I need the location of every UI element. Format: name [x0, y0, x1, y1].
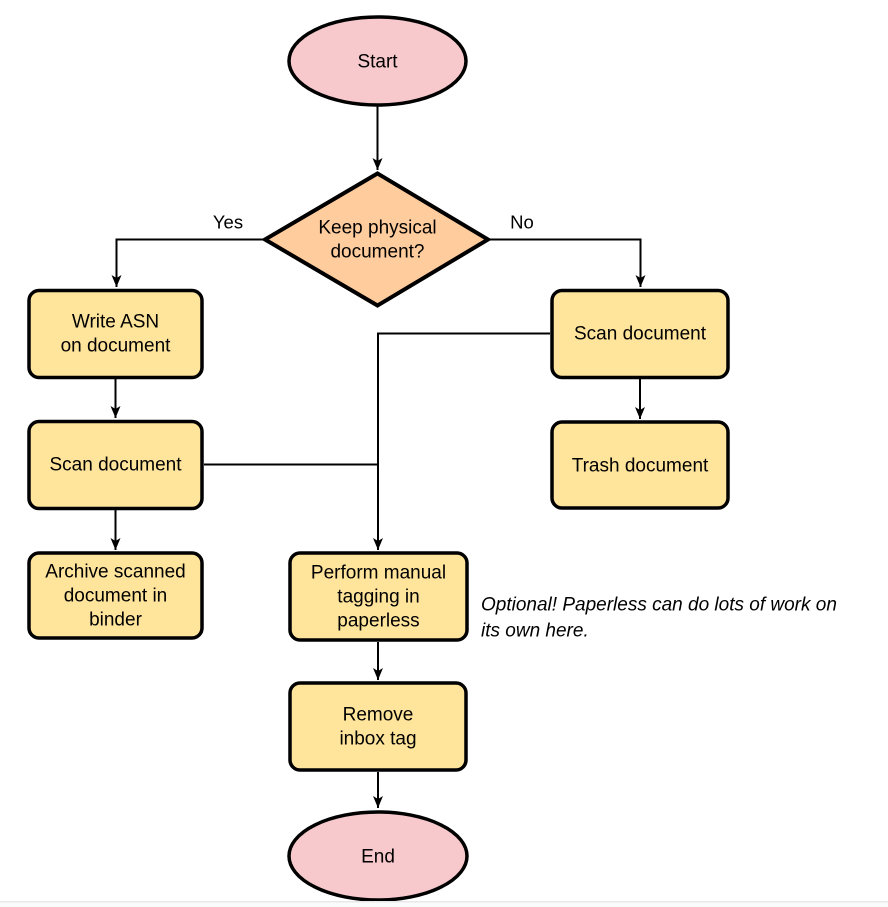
end-ellipse — [287, 810, 469, 902]
remove-inbox-tag-label-line1: Remove — [343, 705, 414, 726]
remove-inbox-tag-box — [288, 681, 468, 772]
node-manual-tagging: Perform manual tagging in paperless — [288, 551, 469, 642]
node-decision: Keep physical document? — [261, 171, 492, 308]
node-scan-document-right: Scan document — [550, 288, 730, 380]
annotation: Optional! Paperless can do lots of work … — [481, 595, 837, 642]
archive-box — [27, 551, 204, 640]
bottom-divider-line — [0, 901, 888, 903]
node-write-asn: Write ASN on document — [27, 288, 204, 380]
start-ellipse — [287, 15, 468, 107]
start-label: Start — [357, 52, 398, 73]
trash-box — [550, 420, 730, 510]
annotation-line2: its own here. — [481, 621, 589, 642]
write-asn-label-line1: Write ASN — [72, 312, 159, 333]
scan-document-left-box — [27, 419, 204, 511]
manual-tagging-box — [288, 551, 469, 642]
manual-tagging-label-line2: tagging in — [337, 587, 419, 608]
archive-label-line1: Archive scanned — [45, 562, 185, 583]
scan-document-right-label: Scan document — [574, 324, 707, 345]
edge-label-yes: Yes — [213, 212, 243, 233]
node-trash: Trash document — [550, 420, 730, 510]
write-asn-box — [27, 288, 204, 380]
manual-tagging-label-line1: Perform manual — [311, 563, 446, 584]
trash-label: Trash document — [572, 456, 709, 477]
decision-label-line1: Keep physical — [318, 218, 436, 239]
node-end: End — [287, 810, 469, 902]
node-archive: Archive scanned document in binder — [27, 551, 204, 640]
bottom-strip — [0, 902, 888, 907]
edge-scan-right-to-manual-tagging — [373, 332, 550, 550]
edge-decision-yes-to-write-asn — [111, 238, 264, 287]
write-asn-label-line2: on document — [61, 336, 172, 357]
edge-decision-no-to-scan-right — [489, 238, 646, 287]
end-label: End — [361, 847, 395, 868]
annotation-line1: Optional! Paperless can do lots of work … — [481, 595, 837, 616]
remove-inbox-tag-label-line2: inbox tag — [339, 729, 416, 750]
edge-label-no: No — [510, 212, 534, 233]
archive-label-line3: binder — [89, 610, 142, 631]
node-remove-inbox-tag: Remove inbox tag — [288, 681, 468, 772]
archive-label-line2: document in — [64, 586, 168, 607]
decision-label-line2: document? — [330, 242, 424, 263]
decision-diamond — [261, 171, 492, 308]
node-scan-document-left: Scan document — [27, 419, 204, 511]
scan-document-left-label: Scan document — [49, 455, 182, 476]
node-start: Start — [287, 15, 468, 107]
manual-tagging-label-line3: paperless — [337, 611, 419, 632]
scan-document-right-box — [550, 288, 730, 380]
